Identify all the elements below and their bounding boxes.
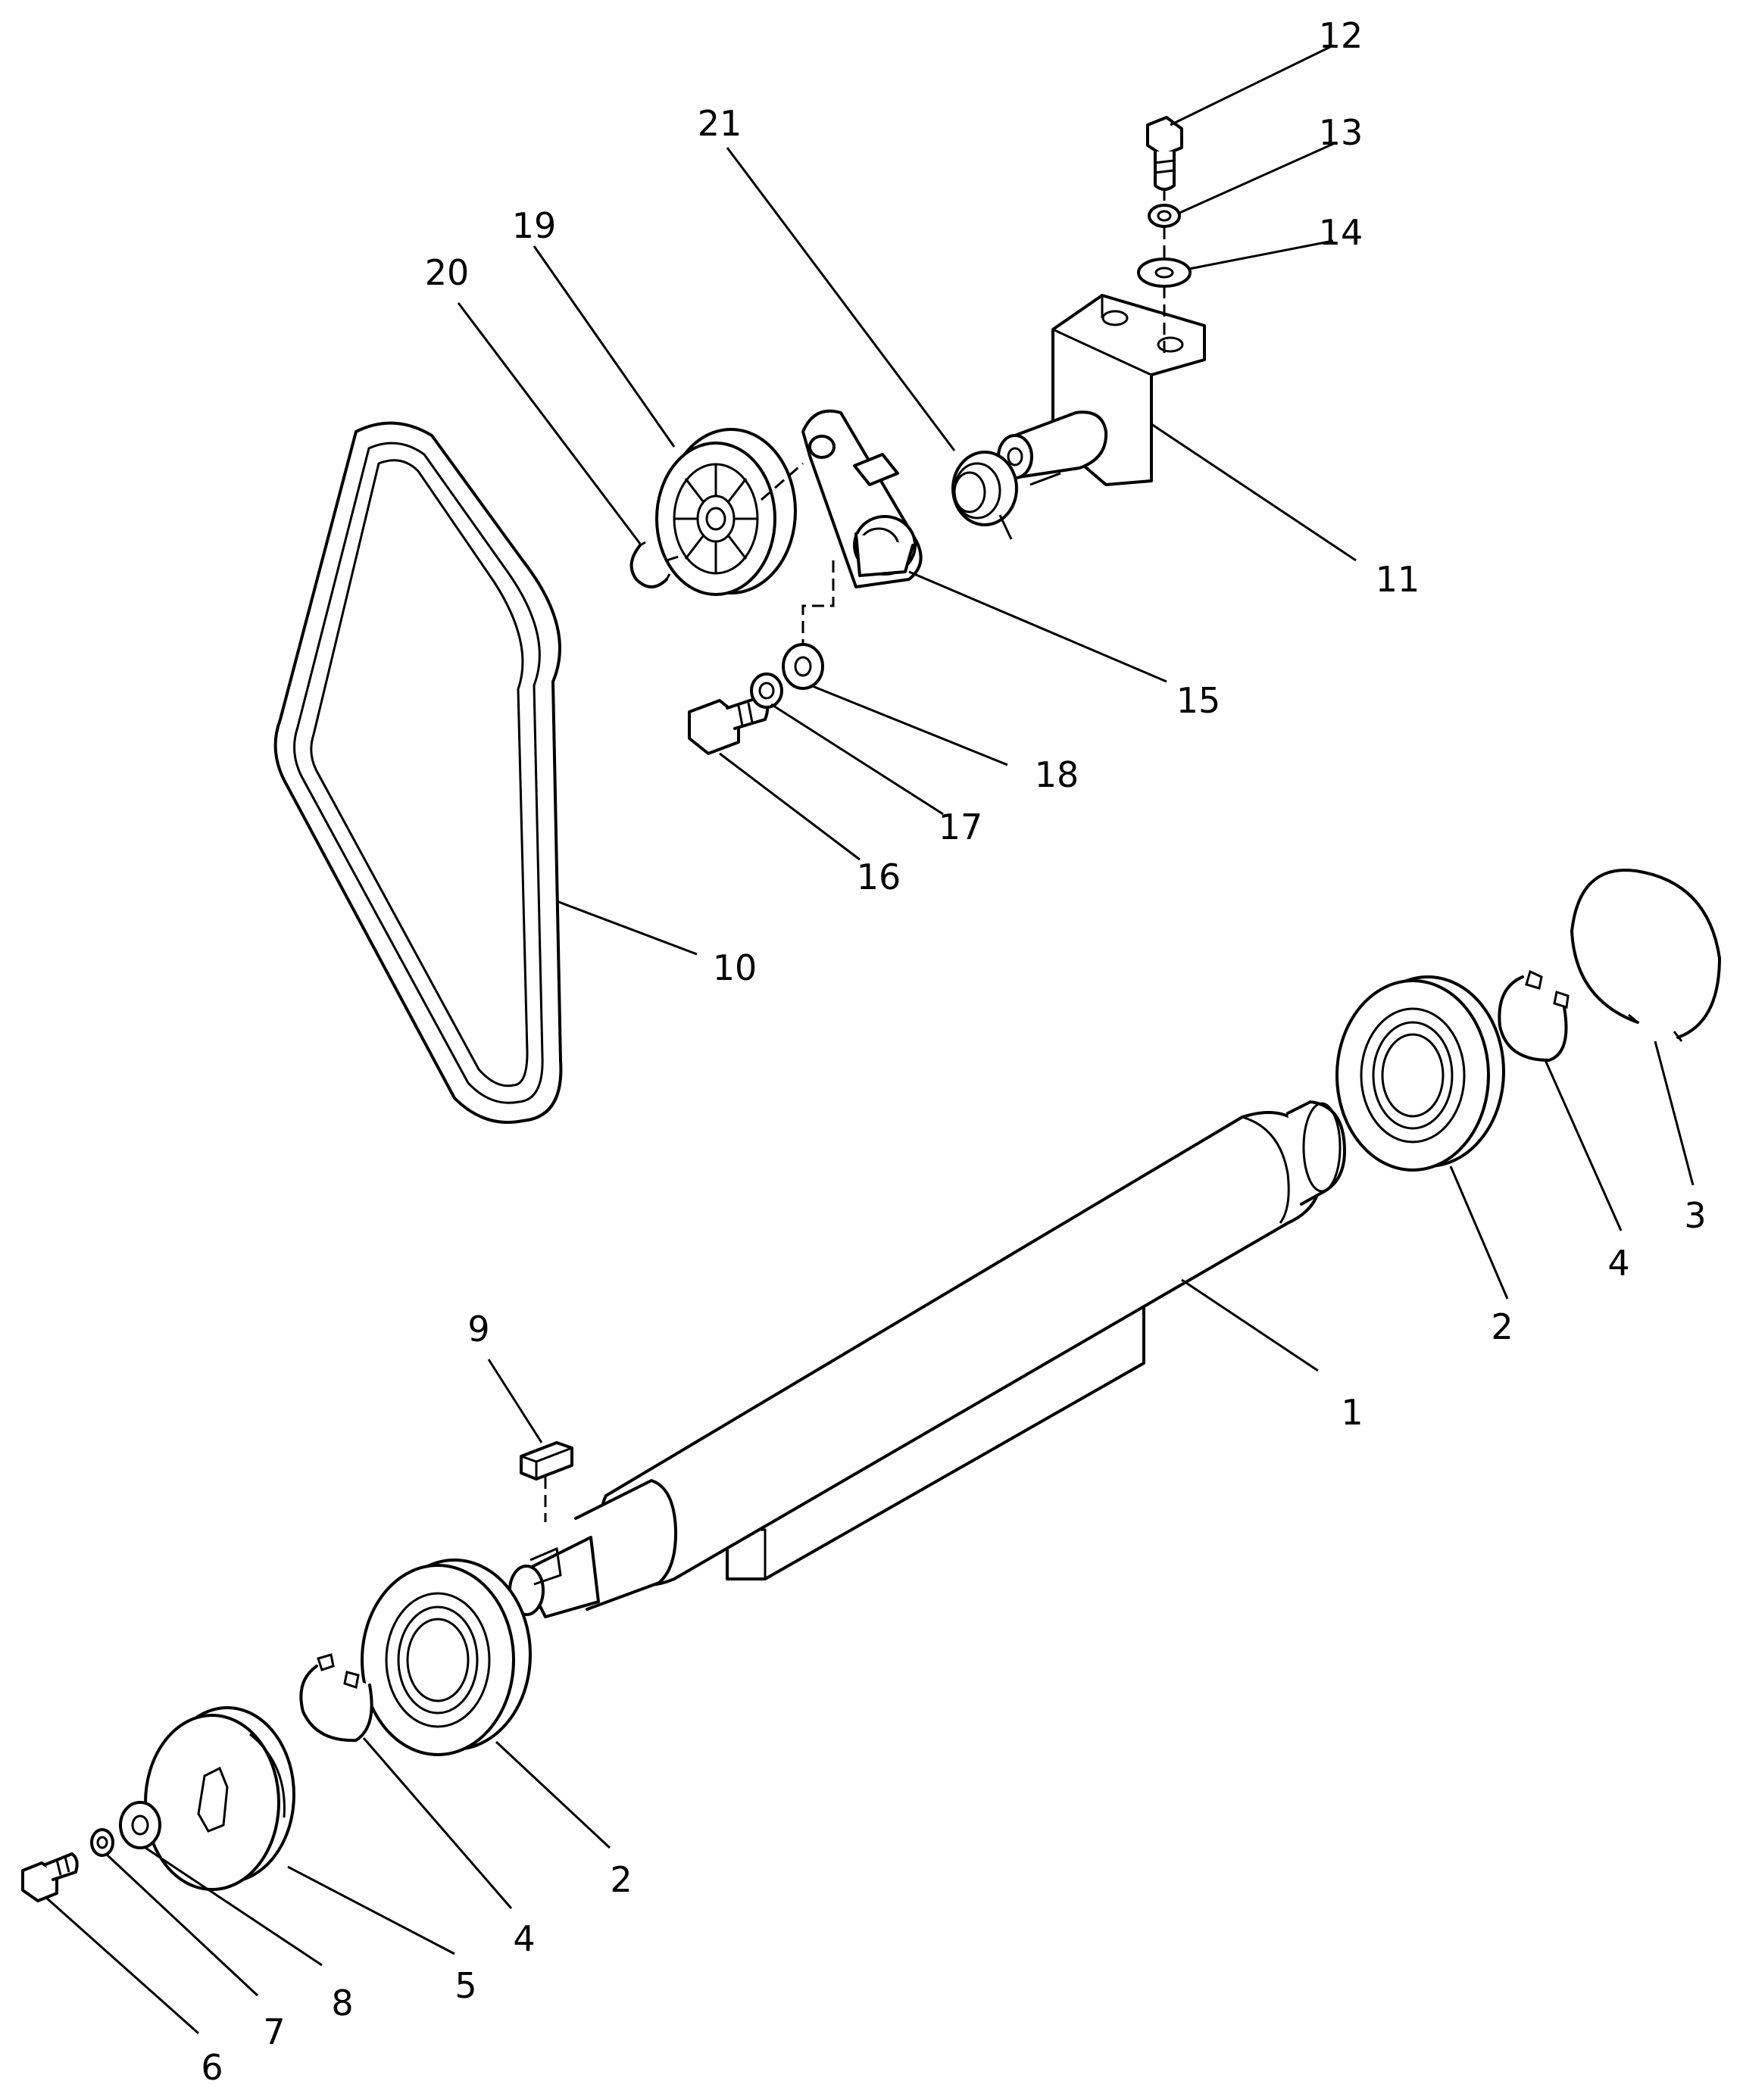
bearing-right [1335, 975, 1505, 1172]
bearing-left [361, 1559, 532, 1756]
callout-6: 6 [201, 2047, 223, 2088]
callout-2-left: 2 [610, 1859, 633, 1900]
flat-washer-small [782, 643, 824, 690]
callout-3: 3 [1684, 1195, 1707, 1236]
callout-16: 16 [856, 857, 901, 897]
callout-4-right: 4 [1607, 1243, 1630, 1284]
callout-21: 21 [697, 103, 742, 144]
assembly-axis-arm [801, 560, 835, 644]
main-shaft [508, 1100, 1346, 1618]
callout-18: 18 [1034, 754, 1079, 795]
callout-12: 12 [1318, 15, 1363, 56]
flat-washer-top [1137, 257, 1192, 288]
callout-15: 15 [1176, 680, 1221, 721]
callout-8: 8 [331, 1983, 354, 2024]
callout-17: 17 [938, 807, 983, 847]
pulley-bolt [21, 1852, 79, 1902]
torsion-spring [951, 451, 1018, 540]
retaining-ring-left [299, 1653, 373, 1743]
bracket-bolt [1146, 116, 1183, 191]
pivot-bolt [688, 695, 770, 755]
callout-4-left: 4 [513, 1918, 536, 1959]
callout-1: 1 [1341, 1392, 1363, 1433]
snap-ring-large [1570, 869, 1721, 1042]
callout-19: 19 [511, 205, 557, 246]
leader-lines [45, 44, 1695, 2035]
tension-arm [801, 409, 923, 588]
callout-10: 10 [712, 947, 757, 988]
lock-washer-top [1148, 204, 1181, 228]
flat-washer-left [119, 1801, 161, 1849]
assembly-axis-pulley [666, 462, 804, 562]
callout-14: 14 [1318, 212, 1363, 253]
callout-7: 7 [263, 2011, 286, 2052]
snap-ring-small [629, 541, 671, 588]
callout-9: 9 [467, 1309, 490, 1350]
callout-20: 20 [424, 252, 470, 293]
v-belt [273, 421, 563, 1124]
shaft-key [520, 1441, 573, 1481]
retaining-ring-right [1498, 969, 1570, 1062]
idler-pulley [655, 428, 797, 596]
lock-washer-small [750, 672, 783, 709]
callout-11: 11 [1375, 559, 1420, 600]
lock-washer-left [90, 1828, 114, 1857]
callout-5: 5 [454, 1965, 477, 2006]
callout-13: 13 [1318, 112, 1363, 153]
callout-2-right: 2 [1491, 1306, 1513, 1347]
